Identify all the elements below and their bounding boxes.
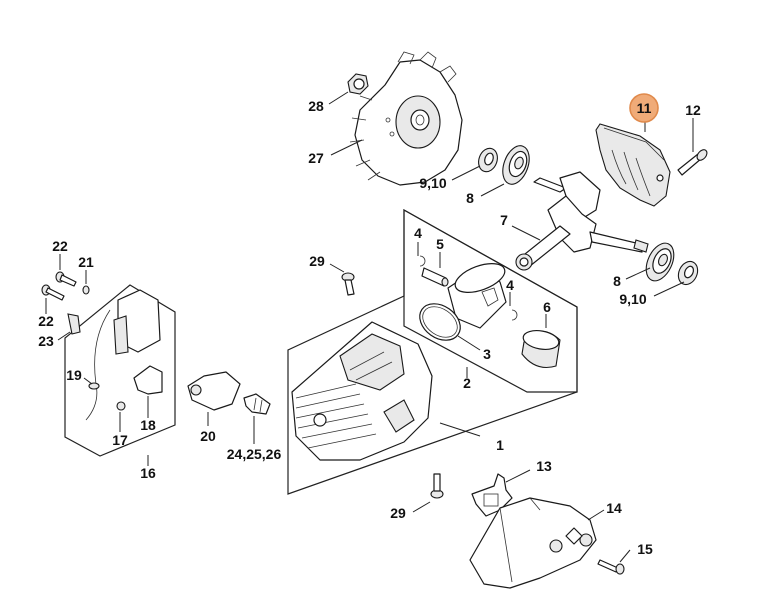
callout-label[interactable]: 8: [613, 273, 621, 289]
bearing-lower-part[interactable]: [641, 239, 680, 285]
callout-28[interactable]: 28: [308, 98, 324, 114]
callout-4-left[interactable]: 4: [414, 225, 422, 241]
callout-label[interactable]: 12: [685, 102, 701, 118]
cylinder-part[interactable]: [291, 321, 433, 461]
callout-label[interactable]: 18: [140, 417, 156, 433]
short-circuit-wire-20-part[interactable]: [187, 371, 241, 411]
callout-13[interactable]: 13: [536, 458, 552, 474]
callout-14[interactable]: 14: [606, 500, 622, 516]
callout-label[interactable]: 4: [506, 277, 514, 293]
callout-label[interactable]: 6: [543, 299, 551, 315]
callout-label[interactable]: 4: [414, 225, 422, 241]
callout-24-25-26[interactable]: 24,25,26: [227, 446, 282, 462]
screw-15-part[interactable]: [597, 559, 625, 575]
callout-label[interactable]: 8: [466, 190, 474, 206]
callout-22-upper[interactable]: 22: [52, 238, 68, 254]
callout-8-upper[interactable]: 8: [466, 190, 474, 206]
callout-label[interactable]: 15: [637, 541, 653, 557]
callout-27[interactable]: 27: [308, 150, 324, 166]
callout-label[interactable]: 14: [606, 500, 622, 516]
piston-ring-part[interactable]: [413, 296, 467, 347]
bearing-upper-part[interactable]: [498, 142, 534, 188]
callout-22-lower[interactable]: 22: [38, 313, 54, 329]
screw-12-part[interactable]: [677, 148, 709, 176]
callout-label[interactable]: 24,25,26: [227, 446, 282, 462]
callout-label[interactable]: 29: [309, 253, 325, 269]
callout-label[interactable]: 22: [38, 313, 54, 329]
callout-1[interactable]: 1: [496, 437, 504, 453]
screw-29-upper-part[interactable]: [341, 272, 355, 296]
callout-label[interactable]: 2: [463, 375, 471, 391]
callout-label[interactable]: 1: [496, 437, 504, 453]
callout-16[interactable]: 16: [140, 465, 156, 481]
ignition-group-frame: [64, 284, 176, 457]
callout-3[interactable]: 3: [483, 346, 491, 362]
highlight-circle: [629, 93, 659, 123]
grommet-19-part[interactable]: [88, 382, 100, 390]
callout-2[interactable]: 2: [463, 375, 471, 391]
callout-9-10-lower[interactable]: 9,10: [619, 291, 646, 307]
callout-19[interactable]: 19: [66, 367, 82, 383]
callout-label[interactable]: 11: [637, 100, 652, 116]
callout-17[interactable]: 17: [112, 432, 128, 448]
piston-pin-part[interactable]: [421, 267, 449, 287]
callout-18[interactable]: 18: [140, 417, 156, 433]
nut-part[interactable]: [347, 73, 369, 95]
callout-label[interactable]: 5: [436, 236, 444, 252]
callout-label[interactable]: 17: [112, 432, 128, 448]
spring-17-part[interactable]: [116, 401, 126, 411]
oil-seal-lower-part[interactable]: [675, 258, 701, 287]
callout-21[interactable]: 21: [78, 254, 94, 270]
washer-21-part[interactable]: [82, 285, 90, 295]
callout-label[interactable]: 3: [483, 346, 491, 362]
callout-20[interactable]: 20: [200, 428, 216, 444]
spark-plug-part[interactable]: [243, 393, 271, 415]
flywheel-part[interactable]: [349, 51, 463, 186]
callout-23[interactable]: 23: [38, 333, 54, 349]
gasket-part[interactable]: [471, 473, 513, 517]
callout-29-lower[interactable]: 29: [390, 505, 406, 521]
callout-label[interactable]: 28: [308, 98, 324, 114]
callout-label[interactable]: 19: [66, 367, 82, 383]
callout-7[interactable]: 7: [500, 212, 508, 228]
callout-label[interactable]: 9,10: [619, 291, 646, 307]
ignition-module-part[interactable]: [85, 289, 161, 421]
circlip-right-part[interactable]: [511, 309, 518, 321]
callout-label[interactable]: 29: [390, 505, 406, 521]
bearing-ring-6-part[interactable]: [521, 328, 561, 369]
callout-8-lower[interactable]: 8: [613, 273, 621, 289]
callout-label[interactable]: 23: [38, 333, 54, 349]
callout-label[interactable]: 22: [52, 238, 68, 254]
callout-label[interactable]: 9,10: [419, 175, 446, 191]
circlip-left-part[interactable]: [419, 255, 426, 267]
screw-29-lower-part[interactable]: [430, 473, 444, 499]
callout-6[interactable]: 6: [543, 299, 551, 315]
spark-plug-boot-part[interactable]: [133, 365, 163, 395]
screw-22-lower-part[interactable]: [41, 284, 65, 301]
piston-part[interactable]: [447, 258, 509, 329]
crankcase-part[interactable]: [595, 123, 671, 207]
callout-29-upper[interactable]: 29: [309, 253, 325, 269]
leader-lines: [45, 91, 694, 563]
callout-12[interactable]: 12: [685, 102, 701, 118]
callout-label[interactable]: 7: [500, 212, 508, 228]
callout-9-10-upper[interactable]: 9,10: [419, 175, 446, 191]
callout-15[interactable]: 15: [637, 541, 653, 557]
callout-label[interactable]: 20: [200, 428, 216, 444]
callout-4-right[interactable]: 4: [506, 277, 514, 293]
callout-label[interactable]: 13: [536, 458, 552, 474]
callout-label[interactable]: 16: [140, 465, 156, 481]
terminal-23-part[interactable]: [67, 313, 81, 335]
piston-group-frame: [403, 208, 578, 393]
callout-label[interactable]: 21: [78, 254, 94, 270]
callout-11-highlighted[interactable]: 11: [629, 93, 659, 123]
callout-labels: 28 27 9,10 8 7 11 12 8 9,10 4 5 4 6 3 2 …: [38, 93, 701, 557]
callout-label[interactable]: 27: [308, 150, 324, 166]
callout-5[interactable]: 5: [436, 236, 444, 252]
crankshaft-part[interactable]: [515, 171, 649, 271]
oil-seal-upper-part[interactable]: [475, 146, 500, 175]
screw-22-upper-part[interactable]: [55, 271, 77, 287]
manifold-part[interactable]: [469, 497, 597, 589]
